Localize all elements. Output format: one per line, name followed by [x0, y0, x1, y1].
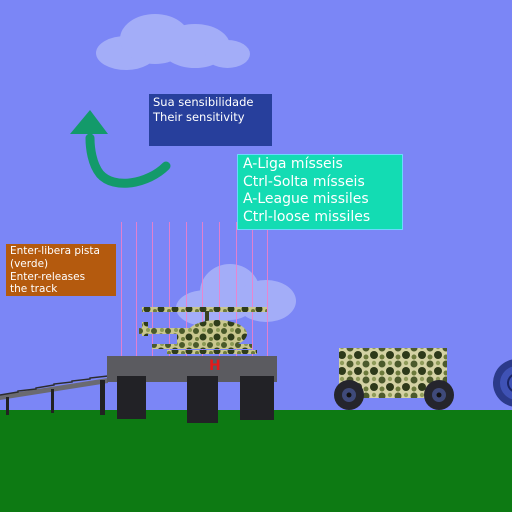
missile-line-1: A-Liga mísseis: [243, 156, 343, 172]
ground: [0, 410, 512, 512]
sensitivity-line-en: Their sensitivity: [153, 110, 245, 124]
enter-line-4: the track: [10, 283, 58, 296]
enter-line-2: (verde): [10, 257, 49, 270]
camo-helicopter-icon[interactable]: [137, 300, 277, 360]
missile-controls-panel: A-Liga mísseis Ctrl-Solta mísseis A-Leag…: [237, 154, 403, 230]
vehicle-wheel-icon: [493, 359, 512, 407]
platform-leg-middle: [187, 376, 218, 423]
missile-line-4: Ctrl-loose missiles: [243, 208, 371, 225]
track-release-panel: Enter-libera pista (verde) Enter-release…: [6, 244, 116, 296]
platform-leg-right: [240, 376, 274, 420]
sensitivity-line-pt: Sua sensibilidade: [153, 95, 254, 109]
ramp-track: [0, 375, 109, 415]
enter-line-3: Enter-releases: [10, 270, 86, 283]
missile-line-2: Ctrl-Solta mísseis: [243, 173, 365, 190]
missile-line-3: A-League missiles: [243, 191, 369, 207]
enter-line-1: Enter-libera pista: [10, 245, 100, 257]
platform-leg-left: [117, 376, 146, 419]
camo-truck-icon[interactable]: [330, 344, 460, 414]
curved-arrow-up-icon: [70, 110, 171, 188]
sensitivity-panel: Sua sensibilidade Their sensitivity: [149, 94, 272, 146]
helipad-marker: H: [209, 358, 221, 374]
